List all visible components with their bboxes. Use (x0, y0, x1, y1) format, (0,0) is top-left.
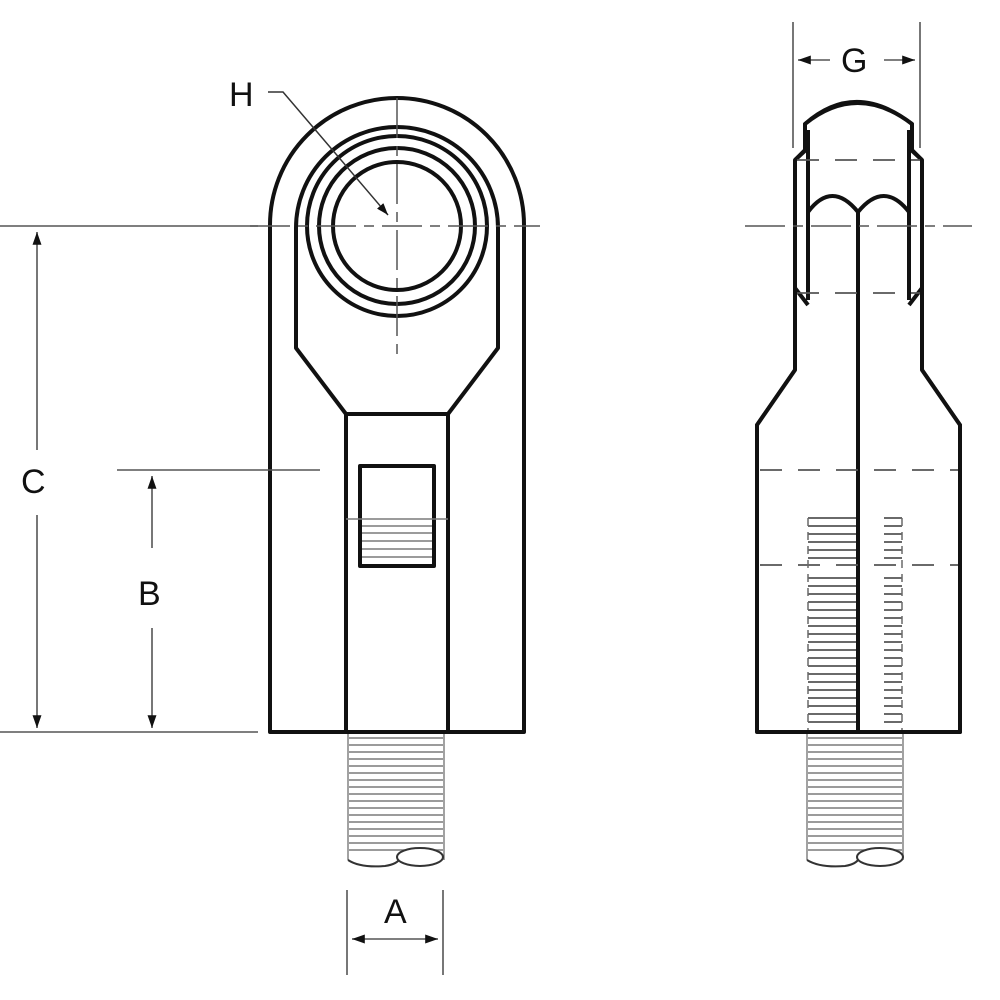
side-threaded-stud (806, 732, 904, 868)
side-hidden-threads (807, 517, 903, 730)
dimension-label-a: A (384, 893, 407, 931)
dimension-label-h: H (229, 76, 254, 114)
side-view (745, 100, 972, 868)
front-view (250, 91, 540, 868)
inspection-window (358, 464, 436, 568)
front-eye-web (294, 125, 500, 416)
dimension-lines (0, 22, 921, 975)
dimension-label-b: B (138, 575, 161, 613)
front-threaded-stud (347, 732, 445, 868)
dimension-label-g: G (841, 42, 868, 80)
dimension-label-c: C (21, 463, 46, 501)
